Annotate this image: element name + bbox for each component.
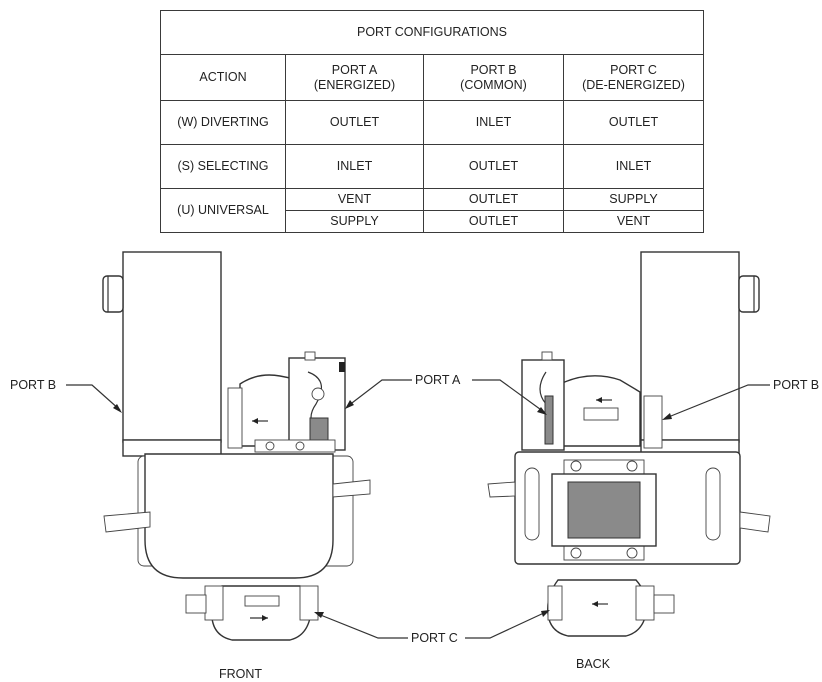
header-action: ACTION (160, 54, 286, 101)
back-view-label: BACK (576, 657, 611, 671)
port-configurations-table: PORT CONFIGURATIONS ACTION PORT A (ENERG… (159, 10, 705, 233)
back-valve-body-bottom (547, 579, 648, 637)
front-cover-plate (144, 453, 334, 579)
row-action: (W) DIVERTING (160, 100, 286, 145)
back-coupling-core (567, 481, 641, 539)
callout-port-c: PORT C (411, 631, 458, 645)
row-port-b: INLET (423, 100, 564, 145)
table-title: PORT CONFIGURATIONS (159, 10, 705, 55)
front-actuator-housing (122, 251, 222, 443)
row-port-b: OUTLET (423, 144, 564, 189)
callouts: PORT B PORT A PORT B PORT C FRONT BACK (10, 373, 819, 681)
header-port-b: PORT B (COMMON) (423, 54, 564, 101)
back-valve (487, 251, 771, 637)
callout-port-a: PORT A (415, 373, 461, 387)
row-port-b: OUTLET (423, 210, 564, 233)
row-port-c: VENT (562, 210, 705, 233)
front-manual-knob (102, 275, 124, 313)
front-port-c-slot (244, 595, 280, 607)
row-action: (S) SELECTING (160, 144, 286, 189)
row-port-a: INLET (285, 144, 424, 189)
row-port-c: INLET (562, 144, 705, 189)
front-switch-block (309, 417, 329, 441)
front-valve-body-bottom (211, 585, 312, 641)
back-linkage-bracket (521, 359, 565, 451)
table-row: (U) UNIVERSAL VENT OUTLET SUPPLY (160, 188, 705, 233)
front-view-label: FRONT (219, 667, 262, 681)
callout-port-b-left: PORT B (10, 378, 56, 392)
row-port-a: SUPPLY (285, 210, 424, 233)
table-row: (S) SELECTING INLET OUTLET INLET (160, 144, 705, 189)
table-row: SUPPLY OUTLET VENT (161, 210, 705, 233)
row-action: (U) UNIVERSAL (160, 188, 286, 233)
front-valve (102, 251, 371, 641)
callout-port-b-right: PORT B (773, 378, 819, 392)
row-port-c: OUTLET (562, 100, 705, 145)
row-port-a: OUTLET (285, 100, 424, 145)
back-manual-knob (738, 275, 760, 313)
back-port-b-fitting (643, 395, 663, 449)
table-row: (W) DIVERTING OUTLET INLET OUTLET (160, 100, 705, 145)
